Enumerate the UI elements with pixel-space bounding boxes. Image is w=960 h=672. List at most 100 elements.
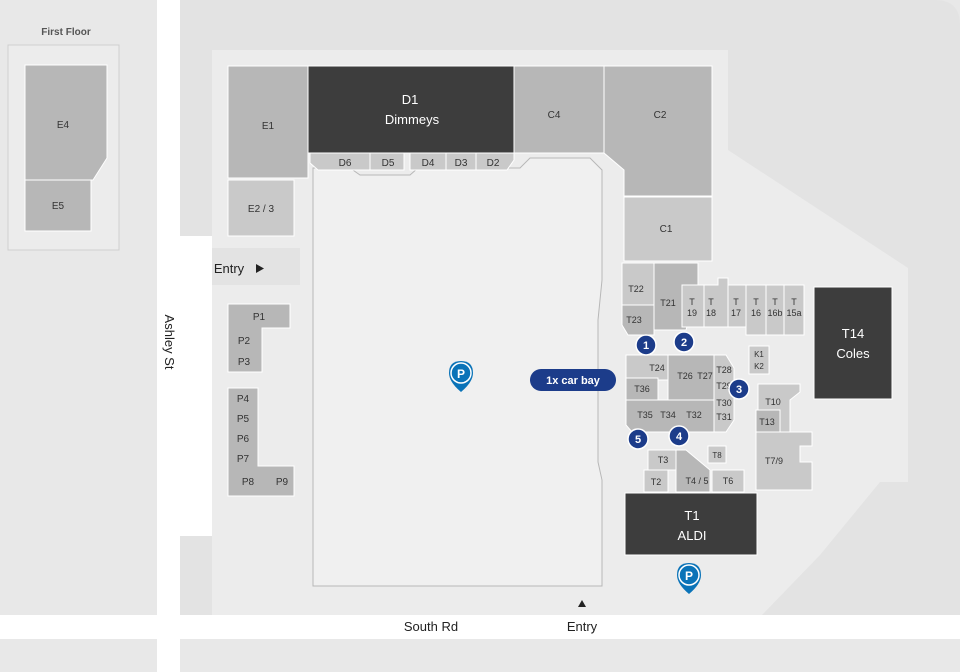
kiosk-k1-label: K1	[754, 350, 764, 359]
tenancy-t18-n: 18	[706, 308, 716, 318]
tenancy-t2[interactable]	[643, 469, 669, 493]
tenancy-t16b-n: 16b	[767, 308, 782, 318]
tenancy-c4[interactable]	[513, 65, 605, 154]
tenancy-c2-label: C2	[654, 110, 667, 121]
tenancy-p5-label: P5	[237, 414, 250, 425]
tenancy-p4-label: P4	[237, 394, 250, 405]
tenancy-t34-label: T34	[660, 410, 676, 420]
marker-3[interactable]: 3	[728, 378, 750, 400]
marker-4[interactable]: 4	[668, 425, 690, 447]
tenancy-t18[interactable]	[703, 277, 729, 328]
tenancy-d4-label: D4	[422, 158, 435, 169]
tenancy-t3-label: T3	[658, 455, 669, 465]
marker-4-number: 4	[676, 431, 683, 443]
tenancy-d6[interactable]	[309, 152, 371, 171]
tenancy-t22-label: T22	[628, 284, 644, 294]
marker-1[interactable]: 1	[635, 334, 657, 356]
tenancy-t6-label: T6	[723, 476, 734, 486]
parking-marker-main[interactable]: P	[449, 361, 473, 392]
tenancy-t19-t: T	[689, 297, 695, 307]
anchor-t14-name: Coles	[836, 346, 870, 361]
tenancy-t4-5[interactable]	[675, 449, 711, 493]
anchor-t1-code: T1	[684, 508, 699, 523]
marker-2[interactable]: 2	[673, 331, 695, 353]
tenancy-t27-label: T27	[697, 371, 713, 381]
tenancy-t8-label: T8	[712, 451, 722, 460]
tenancy-c1[interactable]	[623, 196, 713, 262]
tenancy-t13-label: T13	[759, 417, 775, 427]
tenancy-p8-label: P8	[242, 477, 255, 488]
west-entry-road	[180, 236, 212, 536]
tenancy-t28-label: T28	[716, 365, 732, 375]
tenancy-p2-label: P2	[238, 336, 251, 347]
ashley-st-road[interactable]	[157, 0, 180, 672]
tenancy-t17-n: 17	[731, 308, 741, 318]
tenancy-e1-label: E1	[262, 121, 275, 132]
marker-3-number: 3	[736, 384, 742, 396]
first-floor-label: First Floor	[41, 27, 91, 38]
ashley-st-label: Ashley St	[162, 315, 177, 370]
tenancy-e1[interactable]	[227, 65, 309, 179]
anchor-t14-code: T14	[842, 326, 864, 341]
tenancy-d3-label: D3	[455, 158, 468, 169]
pad-p4-p9[interactable]	[227, 387, 295, 497]
pad-p1-p3[interactable]	[227, 303, 291, 373]
tenancy-e5[interactable]	[24, 179, 92, 232]
tenancy-p3-label: P3	[238, 357, 251, 368]
parking-marker-south[interactable]: P	[677, 563, 701, 594]
car-bay-badge[interactable]	[530, 369, 616, 391]
entry-west-arrow-icon	[256, 264, 264, 273]
anchor-t1-name: ALDI	[678, 528, 707, 543]
tenancy-d5[interactable]	[369, 152, 405, 171]
marker-5[interactable]: 5	[627, 428, 649, 450]
tenancy-t35-label: T35	[637, 410, 653, 420]
tenancy-e4-label: E4	[57, 120, 70, 131]
tenancy-t16b-t: T	[772, 297, 778, 307]
car-bay-label: 1x car bay	[546, 375, 601, 387]
tenancy-e2-3-label: E2 / 3	[248, 204, 275, 215]
parking-icon-south: P	[685, 569, 693, 583]
tenancy-t23-label: T23	[626, 315, 642, 325]
tenancy-t15a-t: T	[791, 297, 797, 307]
south-rd-label: South Rd	[404, 619, 458, 634]
tenancy-t2-label: T2	[651, 477, 662, 487]
tenancy-t6[interactable]	[711, 469, 745, 493]
marker-1-number: 1	[643, 340, 649, 352]
tenancy-d6-label: D6	[339, 158, 352, 169]
tenancy-p7-label: P7	[237, 454, 250, 465]
tenancy-c2[interactable]	[603, 65, 713, 197]
tenancy-t21-label: T21	[660, 298, 676, 308]
tenancy-e5-label: E5	[52, 201, 65, 212]
tenancy-e2-3[interactable]	[227, 179, 295, 237]
tenancy-t19-n: 19	[687, 308, 697, 318]
tenancy-t36-label: T36	[634, 384, 650, 394]
tenancy-t7-9[interactable]	[755, 431, 813, 491]
tenancy-t16-t: T	[753, 297, 759, 307]
tenancy-d2[interactable]	[475, 152, 515, 171]
entry-south-label: Entry	[567, 619, 598, 634]
parking-icon-main: P	[457, 367, 465, 381]
tenancy-t32-label: T32	[686, 410, 702, 420]
tenancy-d2-label: D2	[487, 158, 500, 169]
tenancy-c4-label: C4	[548, 110, 561, 121]
anchor-d1-code: D1	[402, 92, 419, 107]
kiosk-k1-k2[interactable]	[748, 345, 770, 375]
anchor-d1-dimmeys[interactable]	[307, 65, 515, 154]
kiosk-k2-label: K2	[754, 362, 764, 371]
tenancy-t23[interactable]	[621, 304, 655, 336]
tenancy-t8[interactable]	[707, 445, 727, 464]
tenancy-e4[interactable]	[24, 64, 108, 181]
tenancy-t26-label: T26	[677, 371, 693, 381]
tenancy-t17-t: T	[733, 297, 739, 307]
tenancy-t31-label: T31	[716, 412, 732, 422]
anchor-t14-coles[interactable]	[813, 286, 893, 400]
marker-5-number: 5	[635, 434, 641, 446]
tenancy-c1-label: C1	[660, 224, 673, 235]
tenancy-t15a[interactable]	[783, 284, 805, 336]
tenancy-p9-label: P9	[276, 477, 289, 488]
tenancy-t30-label: T30	[716, 398, 732, 408]
anchor-t1-aldi[interactable]	[624, 492, 758, 556]
south-rd-road[interactable]	[0, 615, 960, 639]
